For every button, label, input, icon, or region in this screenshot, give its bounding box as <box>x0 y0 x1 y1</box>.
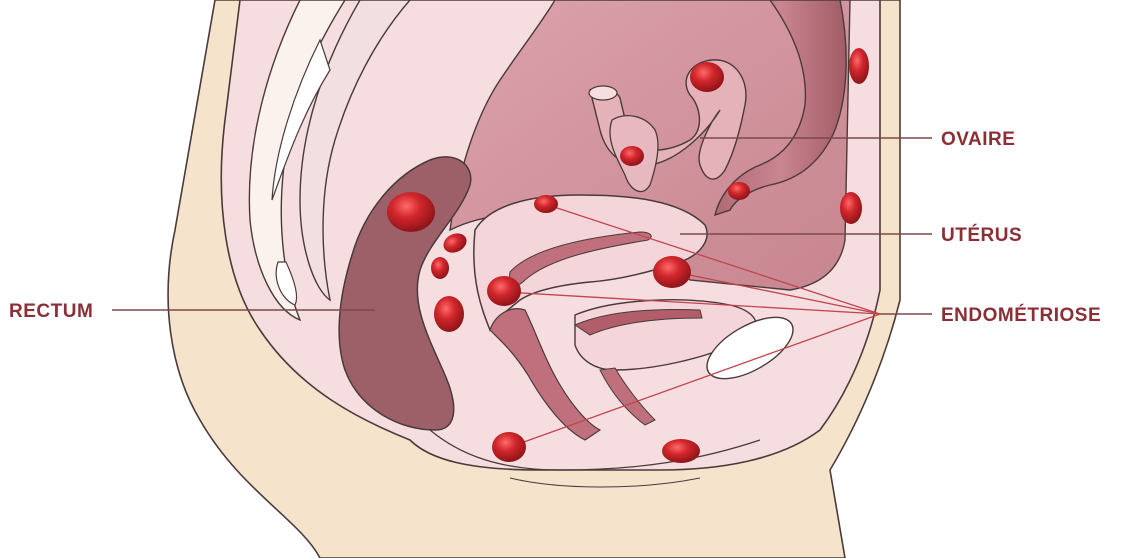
lesion <box>728 182 750 200</box>
lesion <box>387 192 435 232</box>
label-endometriose: ENDOMÉTRIOSE <box>941 304 1101 326</box>
lesion <box>840 192 862 224</box>
lesion <box>534 195 558 213</box>
lesion <box>434 296 464 332</box>
label-uterus: UTÉRUS <box>941 224 1022 246</box>
lesion <box>662 439 700 463</box>
lesion <box>690 62 724 92</box>
tube-opening <box>589 86 617 100</box>
lesion <box>431 257 449 279</box>
lesion <box>487 276 521 306</box>
lesion <box>849 48 869 84</box>
lesion <box>653 256 691 288</box>
label-rectum: RECTUM <box>9 301 93 322</box>
lesion <box>620 146 644 166</box>
label-ovaire: OVAIRE <box>941 129 1015 150</box>
lesion <box>492 432 526 462</box>
